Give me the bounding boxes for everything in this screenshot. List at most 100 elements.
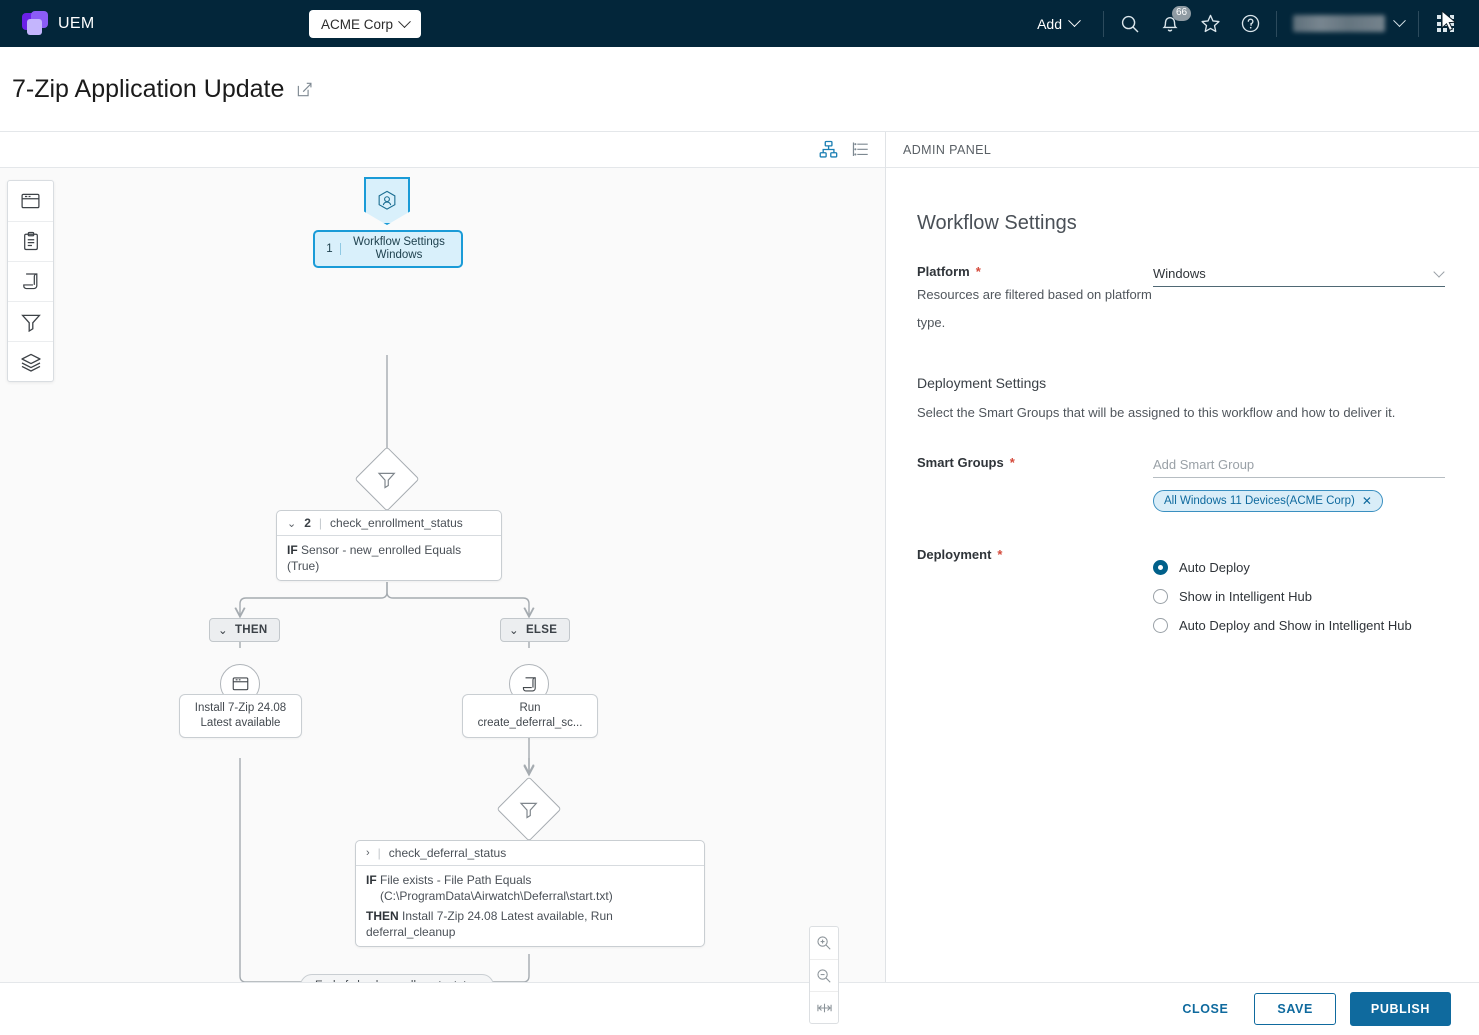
- tenant-selector[interactable]: ACME Corp: [309, 10, 422, 38]
- smart-groups-field: Smart Groups* Add Smart Group All Window…: [917, 452, 1445, 512]
- publish-button[interactable]: PUBLISH: [1349, 992, 1451, 1026]
- workflow-canvas[interactable]: 1 Workflow Settings Windows: [0, 132, 886, 1034]
- platform-label: Platform: [917, 264, 970, 279]
- smart-group-chip[interactable]: All Windows 11 Devices(ACME Corp) ✕: [1153, 490, 1383, 512]
- smart-group-input[interactable]: Add Smart Group: [1153, 452, 1445, 478]
- deployment-settings-title: Deployment Settings: [917, 375, 1047, 391]
- zoom-in-icon[interactable]: [810, 927, 838, 959]
- radio-show-in-intelligent-hub[interactable]: Show in Intelligent Hub: [1153, 589, 1445, 604]
- profile-clipboard-icon[interactable]: [8, 221, 53, 261]
- workflow-diagram: 1 Workflow Settings Windows: [0, 168, 885, 1034]
- branch-label: THEN: [234, 624, 268, 636]
- if-expression: Sensor - new_enrolled Equals (True): [287, 543, 462, 573]
- username-redacted: [1293, 15, 1385, 32]
- condition-node-check-enrollment-status[interactable]: ⌄ 2 | check_enrollment_status IF Sensor …: [276, 510, 502, 581]
- zoom-out-icon[interactable]: [810, 959, 838, 991]
- apps-grid-icon[interactable]: [1425, 0, 1465, 47]
- workflow-settings-title: Workflow Settings: [917, 212, 1077, 234]
- if-expression-path: (C:\ProgramData\Airwatch\Deferral\start.…: [380, 889, 613, 903]
- node-name: check_deferral_status: [388, 846, 507, 860]
- page-title: 7-Zip Application Update: [12, 74, 285, 103]
- list-view-icon[interactable]: [847, 137, 873, 163]
- chevron-down-icon[interactable]: ⌄: [287, 517, 297, 530]
- admin-panel: ADMIN PANEL Workflow Settings Platform * …: [886, 132, 1479, 1034]
- footer-action-bar: CLOSE SAVE PUBLISH: [0, 982, 1479, 1035]
- radio-label: Auto Deploy: [1179, 560, 1250, 575]
- brand-logo[interactable]: UEM: [0, 10, 95, 37]
- action-line-2: Latest available: [200, 717, 281, 729]
- deployment-settings-description: Select the Smart Groups that will be ass…: [917, 405, 1396, 420]
- smart-group-chip-label: All Windows 11 Devices(ACME Corp): [1164, 495, 1355, 507]
- chevron-down-icon: [398, 14, 411, 28]
- radio-label: Show in Intelligent Hub: [1179, 589, 1312, 604]
- platform-label-group: Platform * Resources are filtered based o…: [917, 261, 1153, 337]
- add-label: Add: [1037, 15, 1062, 32]
- condition-diamond-1[interactable]: [354, 446, 420, 512]
- edit-title-icon[interactable]: [296, 81, 313, 98]
- add-menu-button[interactable]: Add: [1019, 14, 1097, 32]
- chevron-down-icon: ⌄: [509, 625, 519, 637]
- radio-auto-deploy-and-show[interactable]: Auto Deploy and Show in Intelligent Hub: [1153, 618, 1445, 633]
- canvas-zoom-controls: [809, 926, 839, 1024]
- save-button[interactable]: SAVE: [1254, 993, 1336, 1025]
- deployment-label: Deployment: [917, 547, 992, 562]
- required-marker: *: [1009, 455, 1015, 470]
- user-account-menu[interactable]: [1283, 14, 1412, 32]
- radio-indicator: [1153, 589, 1168, 604]
- nav-right-group: Add 66: [1019, 0, 1479, 47]
- required-marker: *: [975, 264, 981, 279]
- required-marker: *: [997, 547, 1003, 562]
- platform-field: Platform * Resources are filtered based o…: [917, 261, 1445, 337]
- chevron-down-icon: [1393, 14, 1406, 28]
- branch-then[interactable]: ⌄ THEN: [209, 618, 281, 642]
- action-node-install-7zip[interactable]: Install 7-Zip 24.08 Latest available: [179, 694, 302, 738]
- remove-chip-icon[interactable]: ✕: [1361, 494, 1372, 508]
- deployment-field: Deployment * Auto Deploy Show in Intellig…: [917, 544, 1445, 647]
- search-icon[interactable]: [1110, 0, 1150, 47]
- workflow-settings-node[interactable]: 1 Workflow Settings Windows: [313, 230, 463, 268]
- hierarchy-view-icon[interactable]: [815, 137, 841, 163]
- radio-indicator: [1153, 560, 1168, 575]
- if-prefix: IF: [366, 873, 377, 887]
- platform-help-text: Resources are filtered based on platform…: [917, 287, 1152, 330]
- radio-label: Auto Deploy and Show in Intelligent Hub: [1179, 618, 1412, 633]
- tool-palette: [7, 180, 54, 382]
- smart-group-placeholder: Add Smart Group: [1153, 457, 1255, 472]
- divider: [1418, 10, 1419, 37]
- action-node-run-create-deferral-script[interactable]: Run create_deferral_sc...: [462, 694, 598, 738]
- then-expression: Install 7-Zip 24.08 Latest available, Ru…: [366, 909, 613, 939]
- smart-groups-label-group: Smart Groups*: [917, 452, 1153, 512]
- condition-filter-icon[interactable]: [8, 301, 53, 341]
- canvas-toolbar: [0, 132, 885, 168]
- application-icon[interactable]: [8, 181, 53, 221]
- workflow-start-icon[interactable]: [364, 177, 410, 225]
- notifications-bell-icon[interactable]: 66: [1150, 0, 1191, 47]
- radio-indicator: [1153, 618, 1168, 633]
- platform-select[interactable]: Windows: [1153, 261, 1445, 287]
- script-icon[interactable]: [8, 261, 53, 301]
- action-line-1: Install 7-Zip 24.08: [194, 702, 287, 714]
- chevron-down-icon: [1433, 266, 1445, 278]
- chevron-down-icon: [1068, 14, 1081, 28]
- branch-else[interactable]: ⌄ ELSE: [500, 618, 571, 642]
- node-number: 1: [319, 243, 341, 255]
- node-title: Workflow Settings: [353, 236, 445, 248]
- resources-layers-icon[interactable]: [8, 341, 53, 381]
- help-icon[interactable]: [1230, 0, 1270, 47]
- favorites-star-icon[interactable]: [1190, 0, 1230, 47]
- notification-count-badge: 66: [1172, 6, 1191, 21]
- branch-label: ELSE: [525, 624, 558, 636]
- fit-to-screen-icon[interactable]: [810, 991, 838, 1023]
- if-prefix: IF: [287, 543, 298, 557]
- main-content: 1 Workflow Settings Windows: [0, 132, 1479, 1034]
- condition-diamond-2[interactable]: [496, 776, 562, 842]
- close-button[interactable]: CLOSE: [1170, 994, 1240, 1024]
- if-expression: File exists - File Path Equals: [380, 873, 532, 887]
- brand-name: UEM: [58, 14, 95, 32]
- condition-node-check-deferral-status[interactable]: › | check_deferral_status IF File exists…: [355, 840, 705, 947]
- divider: [1276, 10, 1277, 37]
- radio-auto-deploy[interactable]: Auto Deploy: [1153, 560, 1445, 575]
- admin-panel-header: ADMIN PANEL: [886, 132, 1479, 168]
- chevron-right-icon[interactable]: ›: [366, 847, 370, 859]
- action-line-1: Run: [519, 702, 541, 714]
